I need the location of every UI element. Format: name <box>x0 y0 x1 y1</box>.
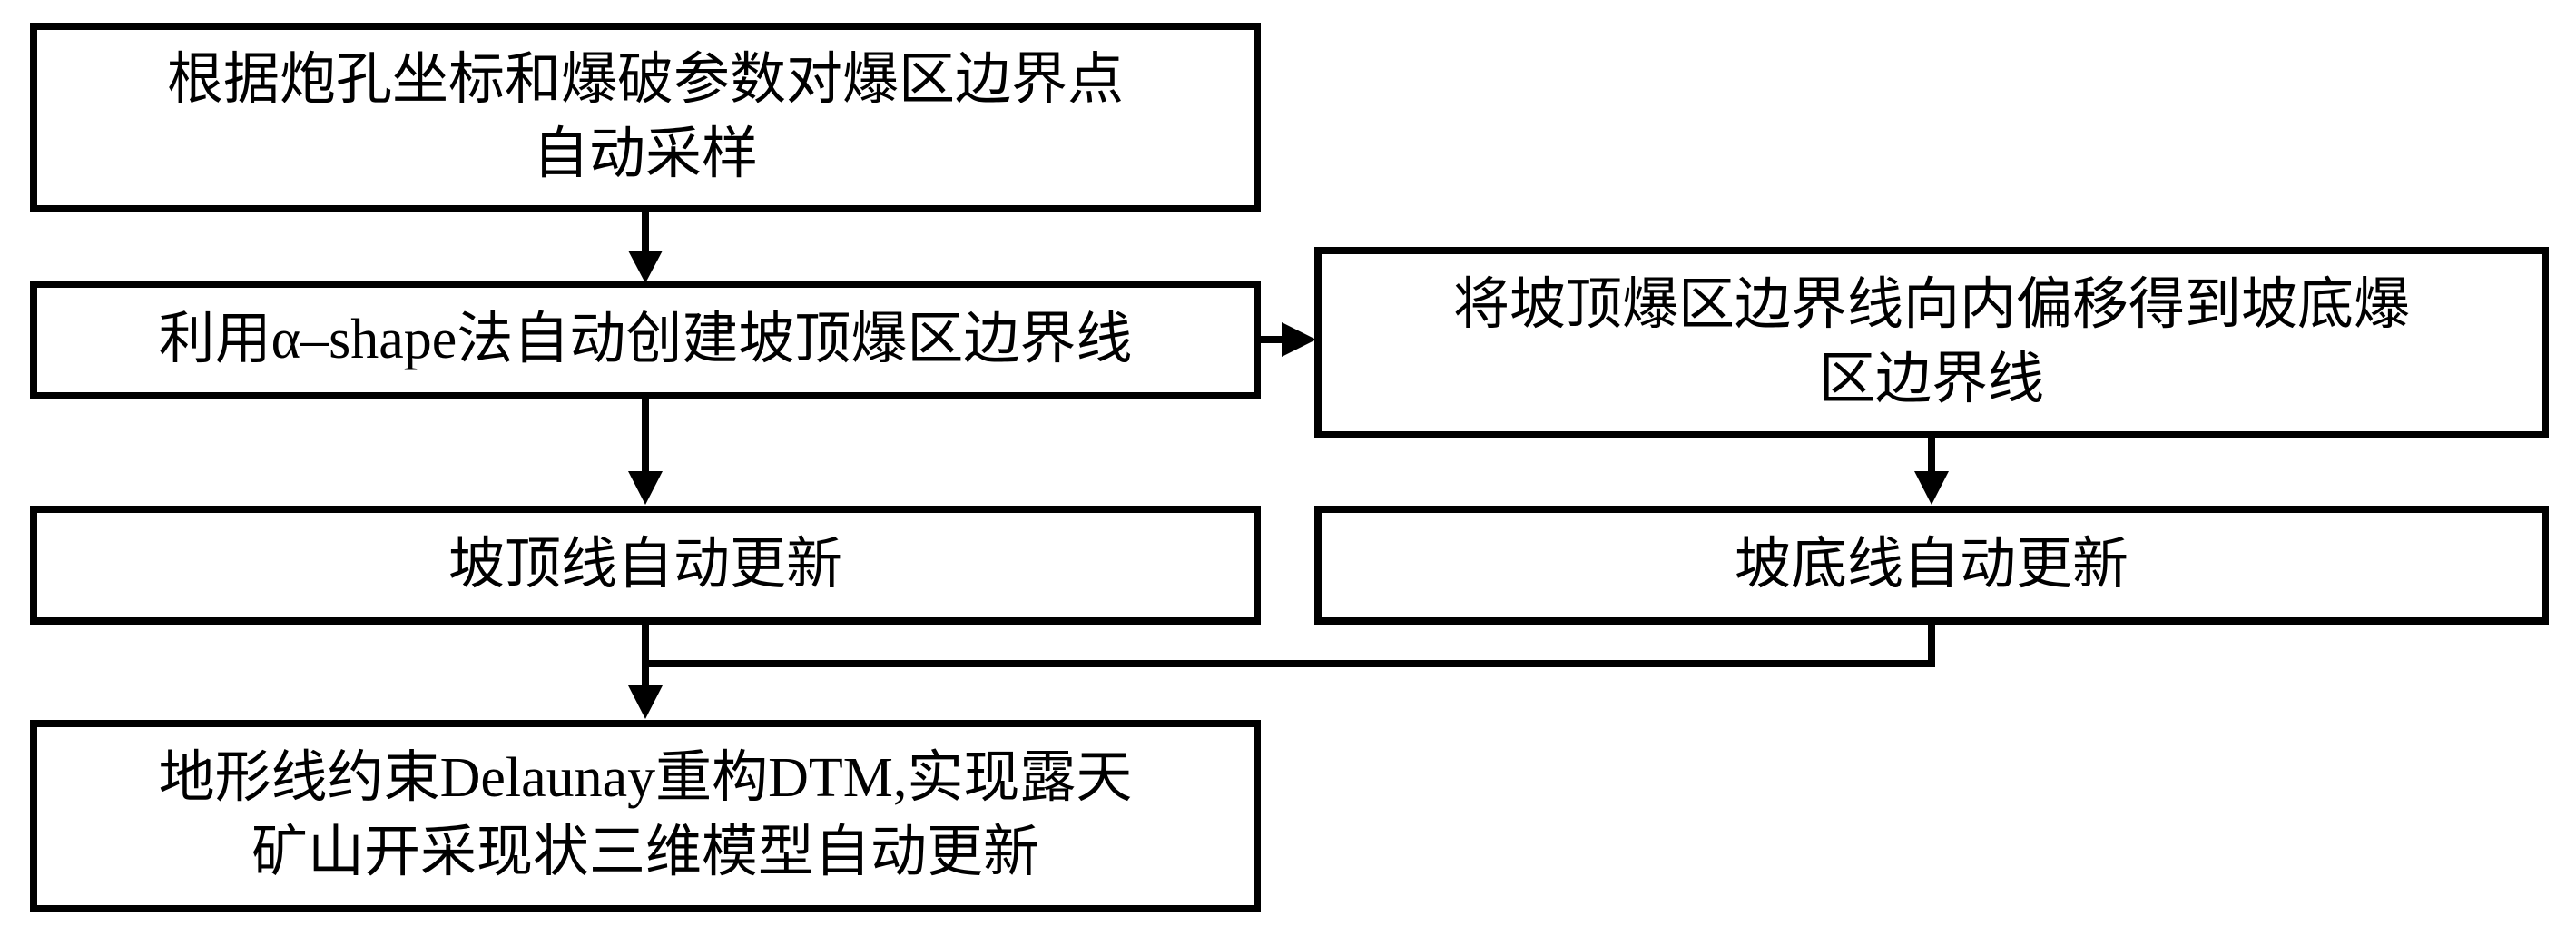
step-alpha-shape-crest-boundary: 利用α–shape法自动创建坡顶爆区边界线 <box>30 281 1261 399</box>
step-label: 地形线约束Delaunay重构DTM,实现露天 矿山开采现状三维模型自动更新 <box>158 747 1133 883</box>
step-offset-toe-boundary: 将坡顶爆区边界线向内偏移得到坡底爆 区边界线 <box>1314 247 2549 438</box>
step-label: 将坡顶爆区边界线向内偏移得到坡底爆 区边界线 <box>1452 273 2410 410</box>
step-label: 坡顶线自动更新 <box>447 533 842 596</box>
step-crest-line-auto-update: 坡顶线自动更新 <box>30 506 1261 625</box>
connector-toeupdate-merge <box>645 623 1935 667</box>
step-label: 根据炮孔坐标和爆破参数对爆区边界点 自动采样 <box>166 48 1124 185</box>
arrow-sample-to-alphashape <box>628 209 663 283</box>
step-auto-sample-boundary-points: 根据炮孔坐标和爆破参数对爆区边界点 自动采样 <box>30 23 1261 212</box>
arrow-merged-to-dtmrebuild <box>628 623 663 719</box>
arrow-offsettoe-to-toeupdate <box>1914 437 1949 505</box>
step-label: 坡底线自动更新 <box>1734 533 2129 596</box>
step-toe-line-auto-update: 坡底线自动更新 <box>1314 506 2549 625</box>
step-label: 利用α–shape法自动创建坡顶爆区边界线 <box>158 308 1133 370</box>
arrow-alphashape-to-crestupdate <box>628 398 663 505</box>
step-delaunay-dtm-model-update: 地形线约束Delaunay重构DTM,实现露天 矿山开采现状三维模型自动更新 <box>30 720 1261 912</box>
arrow-alphashape-to-offsettoe <box>1259 322 1316 357</box>
